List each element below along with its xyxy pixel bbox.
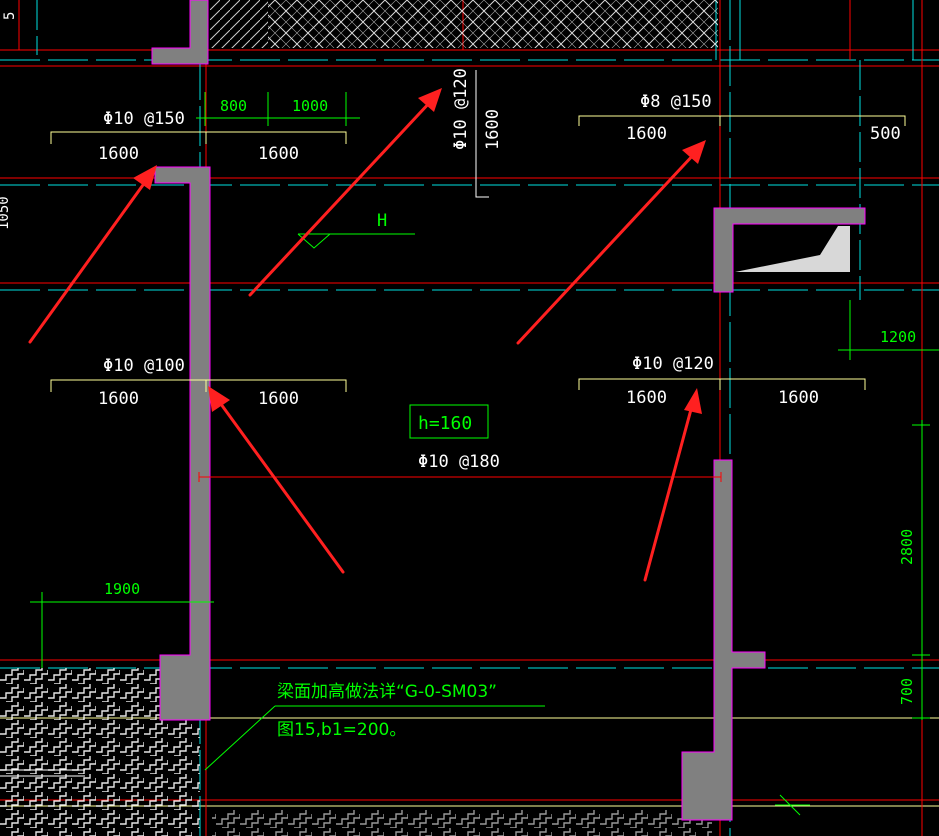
slab-thickness-label: h=160 — [418, 413, 472, 434]
dim-mid-left-b: 1600 — [258, 389, 299, 409]
dim-mid-right-b: 1600 — [778, 388, 819, 408]
dim-green-800: 800 — [220, 97, 247, 115]
edge-fragment-left: 1050 — [0, 196, 12, 230]
dim-top-vertical-len: 1600 — [483, 109, 503, 150]
rebar-label-mid-left: Φ10 @100 — [103, 356, 185, 376]
level-marker-label: H — [377, 211, 387, 231]
rebar-label-top-vertical: Φ10 @120 — [451, 68, 471, 150]
annotation-arrows — [28, 88, 706, 582]
dim-green-1000: 1000 — [292, 97, 328, 115]
wall-right-top — [713, 207, 866, 293]
red-annotation-arrow-icon — [248, 88, 442, 297]
dim-top-right-b: 500 — [870, 124, 901, 144]
dim-mid-right-a: 1600 — [626, 388, 667, 408]
edge-fragment-top-left: 5 — [2, 12, 18, 20]
rebar-vertical-dim — [475, 70, 489, 198]
dim-mid-left-a: 1600 — [98, 389, 139, 409]
slab-span-line — [198, 472, 722, 482]
rebar-label-top-right: Φ8 @150 — [640, 92, 712, 112]
dim-green-700: 700 — [898, 678, 916, 705]
level-triangle-icon — [297, 233, 331, 249]
slab-thickness-box — [409, 404, 489, 439]
red-annotation-arrow-icon — [516, 140, 706, 345]
dim-green-2800: 2800 — [898, 529, 916, 565]
wall-right-top-wedge — [735, 226, 850, 272]
rebar-dim-lines — [50, 115, 906, 392]
red-annotation-arrow-icon — [28, 165, 157, 344]
walls — [151, 0, 866, 821]
rebar-label-slab: Φ10 @180 — [418, 452, 500, 472]
dim-top-right-a: 1600 — [626, 124, 667, 144]
wall-right-bottom — [681, 459, 766, 821]
note-line-2: 图15,b1=200。 — [277, 720, 406, 740]
note-line-1: 梁面加高做法详“G-0-SM03” — [277, 682, 497, 702]
dim-green-1900: 1900 — [104, 580, 140, 598]
red-annotation-arrow-icon — [643, 388, 702, 582]
red-annotation-arrow-icon — [208, 386, 345, 574]
wall-left — [154, 166, 211, 721]
wall-top-left — [151, 0, 209, 65]
dim-top-left-a: 1600 — [98, 144, 139, 164]
rebar-label-mid-right: Φ10 @120 — [632, 354, 714, 374]
rebar-label-top-left: Φ10 @150 — [103, 109, 185, 129]
dim-top-left-b: 1600 — [258, 144, 299, 164]
white-fragments — [0, 769, 85, 777]
dim-green-1200: 1200 — [880, 328, 916, 346]
